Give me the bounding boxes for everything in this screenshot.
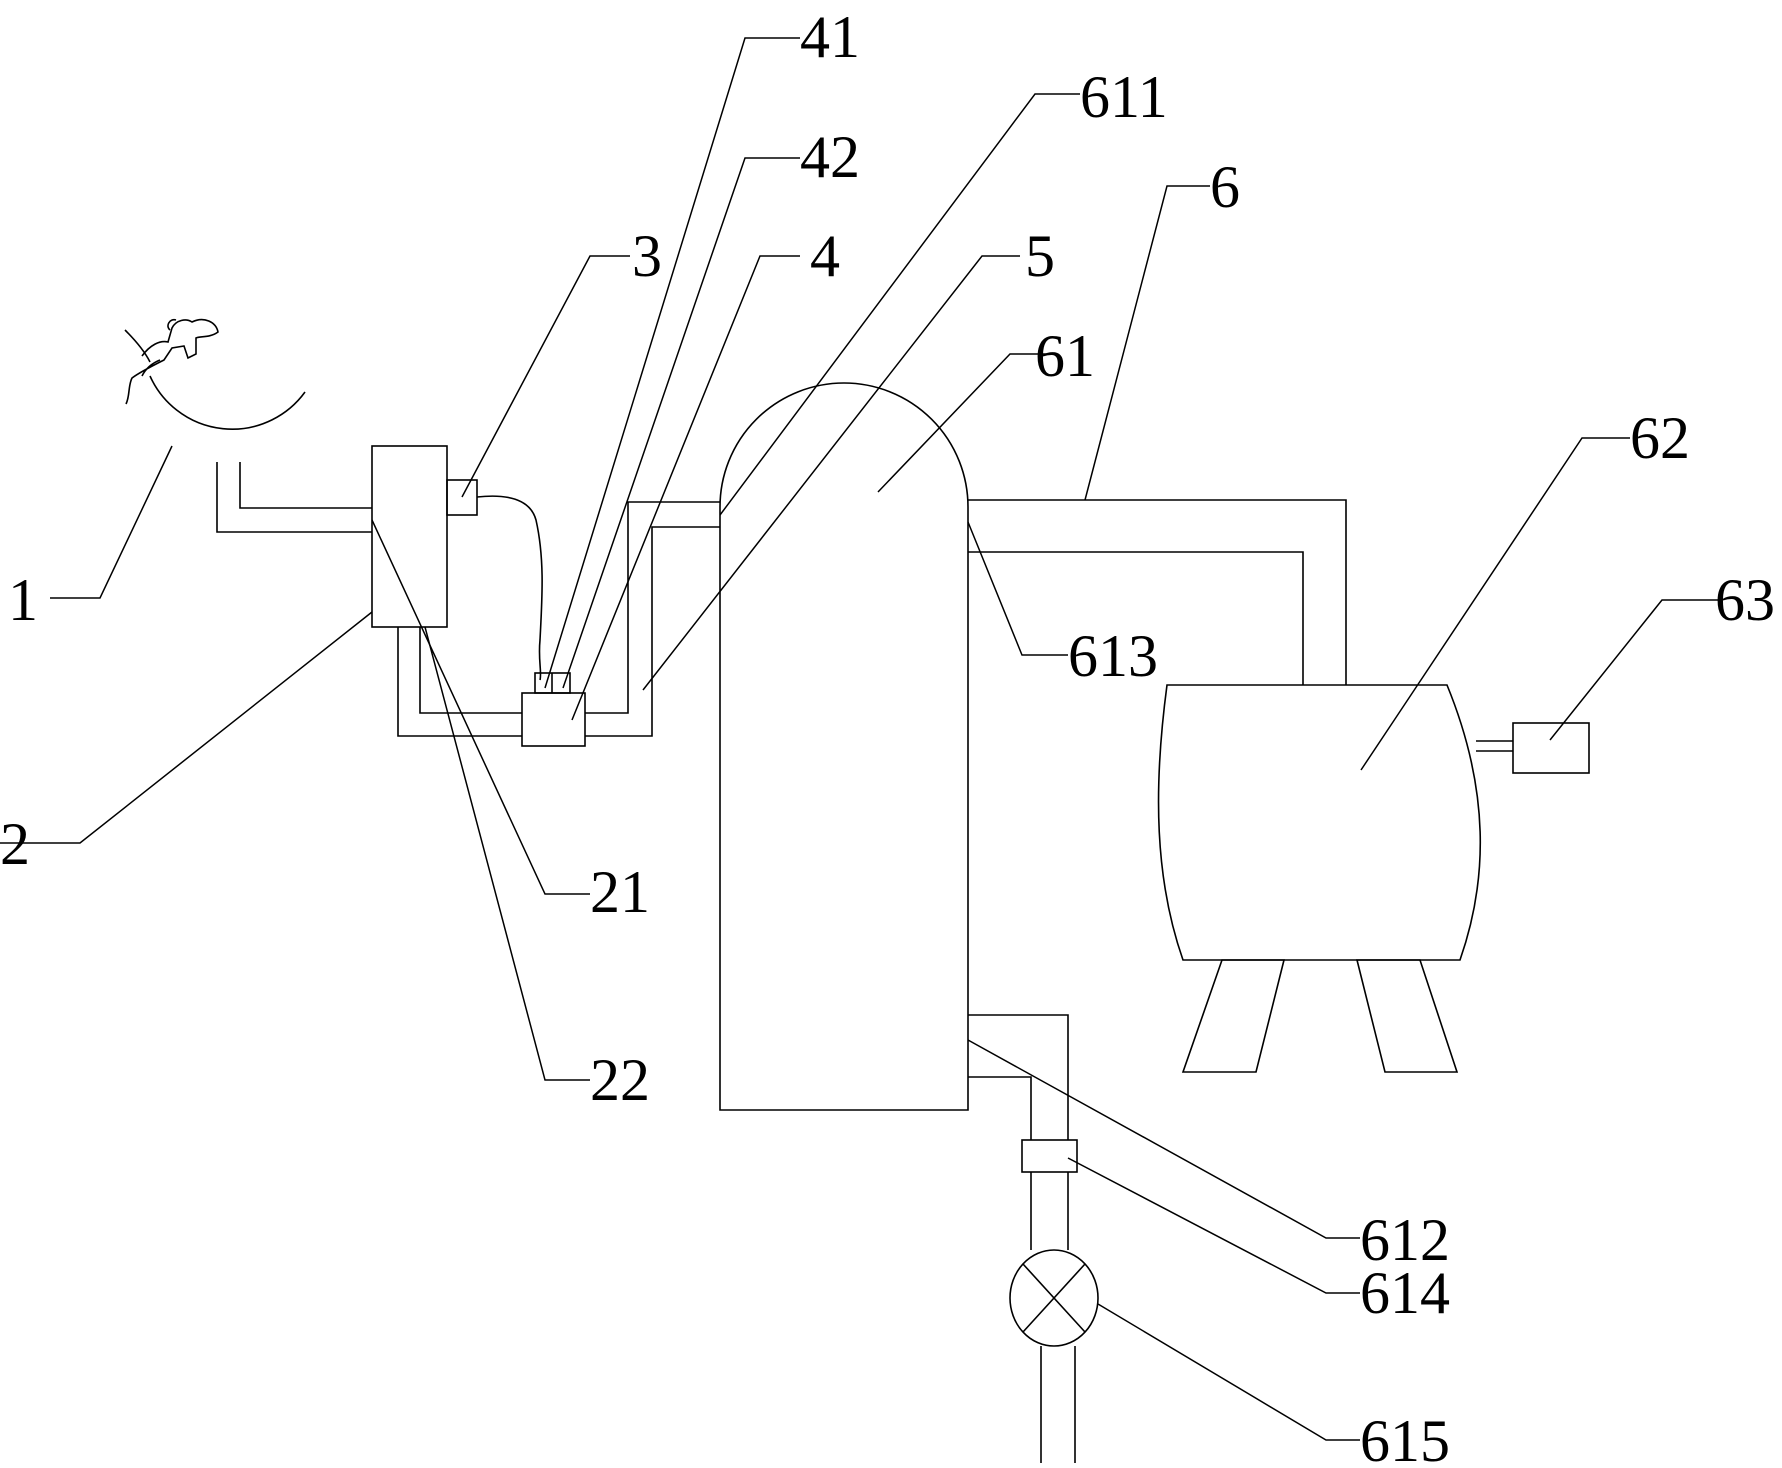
basin-bowl <box>149 375 306 430</box>
upper-pipe-outer <box>968 499 1347 685</box>
leader-61 <box>877 353 1050 493</box>
leader-62 <box>1360 437 1630 771</box>
outlet-pipe-22 <box>397 627 522 737</box>
drain-pipe-inner <box>968 1076 1032 1140</box>
leader-614 <box>1067 1157 1360 1294</box>
inlet-pipe-outer <box>216 462 372 533</box>
leader-42 <box>562 157 800 689</box>
label-22: 22 <box>590 1047 650 1113</box>
leader-2 <box>0 611 373 844</box>
label-6: 6 <box>1210 154 1240 220</box>
filter-side-box <box>446 479 478 516</box>
signal-cable <box>476 495 543 681</box>
label-1: 1 <box>8 567 38 633</box>
inlet-pipe-inner <box>239 462 372 509</box>
label-615: 615 <box>1360 1408 1450 1468</box>
leader-3 <box>461 255 630 498</box>
label-63: 63 <box>1715 567 1775 633</box>
leader-22 <box>424 626 590 1081</box>
leader-4 <box>571 255 800 721</box>
upper-pipe-inner <box>968 551 1304 685</box>
pump-unit <box>521 692 586 747</box>
leader-63 <box>1549 599 1720 741</box>
faucet-basin <box>124 318 306 430</box>
label-42: 42 <box>800 124 860 190</box>
label-614: 614 <box>1360 1260 1450 1326</box>
label-2: 2 <box>0 811 30 877</box>
label-613: 613 <box>1068 623 1158 689</box>
label-5: 5 <box>1025 223 1055 289</box>
label-612: 612 <box>1360 1207 1450 1273</box>
motor-box <box>1512 722 1590 774</box>
vessel <box>1157 684 1482 961</box>
label-4: 4 <box>810 223 840 289</box>
leader-1 <box>50 445 173 599</box>
leader-41 <box>544 37 800 689</box>
transfer-pipe-inner <box>585 501 720 714</box>
leader-612 <box>967 1039 1360 1239</box>
faucet-icon <box>124 318 219 405</box>
vessel-leg-left <box>1181 959 1286 1073</box>
leader-611 <box>719 93 1080 516</box>
label-41: 41 <box>800 4 860 70</box>
transfer-pipe-outer <box>585 526 720 737</box>
drain-pipe-outer <box>968 1014 1069 1140</box>
leader-615 <box>1097 1303 1360 1441</box>
leader-6 <box>1084 185 1210 501</box>
label-3: 3 <box>632 223 662 289</box>
drain-fitting <box>1021 1139 1078 1173</box>
main-tank <box>719 382 969 1111</box>
label-21: 21 <box>590 859 650 925</box>
leader-613 <box>967 521 1068 656</box>
label-62: 62 <box>1630 405 1690 471</box>
valve-cross-b <box>1022 1263 1086 1333</box>
outlet-pipe-21 <box>419 627 522 714</box>
label-61: 61 <box>1035 323 1095 389</box>
vessel-leg-right <box>1355 959 1459 1073</box>
leader-5 <box>642 255 1020 691</box>
drain-valve <box>1009 1249 1099 1347</box>
filter-unit <box>371 445 448 628</box>
label-611: 611 <box>1080 64 1168 130</box>
